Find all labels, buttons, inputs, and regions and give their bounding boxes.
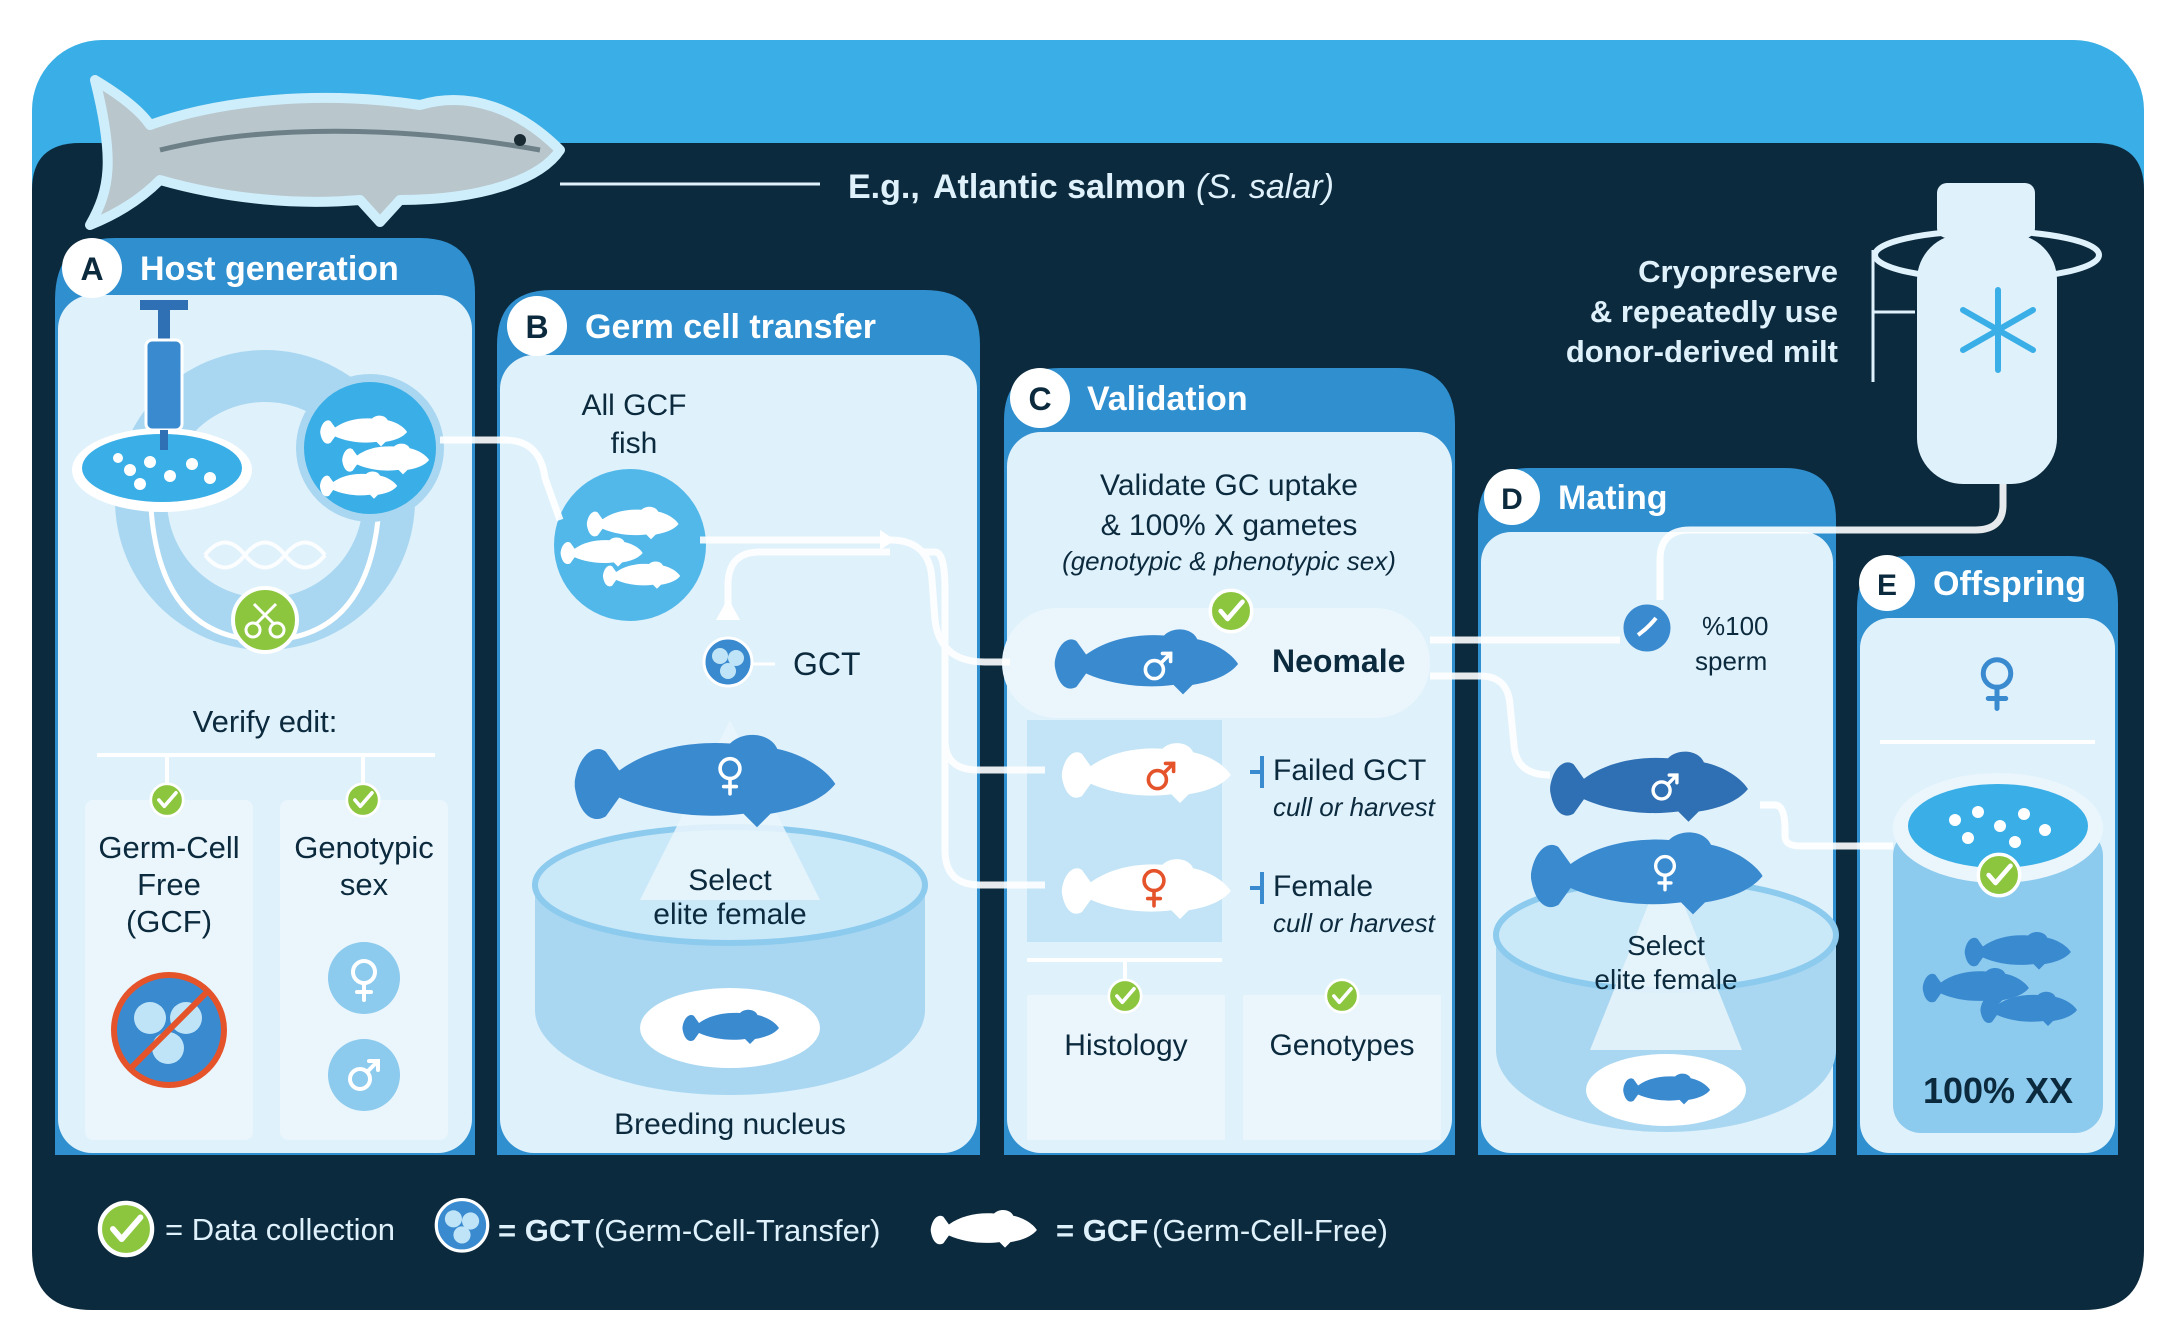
select-female-line2: elite female <box>653 898 806 931</box>
panel-b-letter: B <box>525 309 548 345</box>
check-icon <box>149 782 185 818</box>
failed-gct-note: cull or harvest <box>1273 792 1437 822</box>
sperm-percent: %100 <box>1702 611 1769 641</box>
select-female-line1: Select <box>688 864 772 897</box>
validate-note: (genotypic & phenotypic sex) <box>1062 546 1396 576</box>
legend-gcf-abbr: = GCF <box>1056 1213 1148 1248</box>
gcf-box-line2: Free <box>137 867 201 902</box>
cryo-line1: Cryopreserve <box>1638 254 1838 289</box>
panel-e-letter: E <box>1877 569 1897 602</box>
check-icon <box>1978 854 2019 895</box>
legend-gct-abbr: = GCT <box>498 1213 590 1248</box>
cryo-line3: donor-derived milt <box>1566 334 1838 369</box>
validate-line2: & 100% X gametes <box>1101 509 1358 542</box>
header-species: Atlantic salmon <box>933 168 1186 206</box>
flow-connectors <box>440 436 2007 889</box>
gene-edit-scissors-icon <box>231 586 299 654</box>
cryo-milt-jar <box>1872 183 2102 484</box>
histology-box <box>1027 995 1225 1140</box>
snowflake-icon <box>1960 287 2036 373</box>
female-label: Female <box>1273 870 1373 903</box>
legend-gcf-full: (Germ-Cell-Free) <box>1152 1213 1388 1248</box>
legend-check-icon <box>100 1203 152 1255</box>
panel-b-title: Germ cell transfer <box>585 308 876 346</box>
gcf-box-line1: Germ-Cell <box>98 830 239 865</box>
panel-a-letter: A <box>80 251 103 287</box>
panel-a-letter-badge <box>62 238 122 298</box>
panel-a-title: Host generation <box>140 250 399 288</box>
female-symbol-badge <box>328 942 400 1014</box>
panel-d-title: Mating <box>1558 479 1668 517</box>
gcf-fish-group <box>296 374 444 522</box>
legend-gct-full: (Germ-Cell-Transfer) <box>594 1213 880 1248</box>
panel-c-letter: C <box>1028 381 1051 417</box>
mating-select-line1: Select <box>1627 930 1705 961</box>
sperm-label: sperm <box>1695 646 1767 676</box>
petri-dish-icon <box>72 428 252 512</box>
legend-gct-icon <box>434 1197 490 1253</box>
legend-data-collection: = Data collection <box>165 1212 395 1247</box>
all-gcf-line2: fish <box>611 427 658 460</box>
female-note: cull or harvest <box>1273 908 1437 938</box>
genotypes-box <box>1243 995 1441 1140</box>
atlantic-salmon-illustration <box>85 75 565 230</box>
no-germ-cells-icon <box>111 972 227 1088</box>
cryo-line2: & repeatedly use <box>1590 294 1838 329</box>
gcf-box-line3: (GCF) <box>126 904 212 939</box>
check-icon <box>1210 590 1251 631</box>
panel-e-title: Offspring <box>1933 565 2086 603</box>
mating-select-line2: elite female <box>1594 964 1737 995</box>
syringe-icon <box>140 300 188 450</box>
check-icon <box>1107 978 1143 1014</box>
verify-edit-label: Verify edit: <box>193 704 338 739</box>
dna-icon <box>203 540 327 570</box>
offspring-result: 100% XX <box>1923 1070 2073 1111</box>
neomale-label: Neomale <box>1272 643 1405 679</box>
header-example-prefix: E.g., <box>848 168 920 206</box>
sex-box-line2: sex <box>340 867 389 902</box>
all-gcf-line1: All GCF <box>582 389 687 422</box>
check-icon <box>345 782 381 818</box>
sex-box-line1: Genotypic <box>294 830 434 865</box>
failed-gct-label: Failed GCT <box>1273 754 1426 787</box>
panel-c-title: Validation <box>1087 380 1248 418</box>
gct-label: GCT <box>793 646 861 682</box>
header-species-latin: (S. salar) <box>1196 168 1334 206</box>
male-symbol-badge <box>328 1039 400 1111</box>
genotypes-label: Genotypes <box>1269 1029 1414 1062</box>
check-icon <box>1324 978 1360 1014</box>
panel-d-letter: D <box>1501 483 1523 516</box>
gct-icon <box>702 636 754 688</box>
validate-line1: Validate GC uptake <box>1100 469 1358 502</box>
histology-label: Histology <box>1064 1029 1187 1062</box>
breeding-nucleus-label: Breeding nucleus <box>614 1108 846 1141</box>
